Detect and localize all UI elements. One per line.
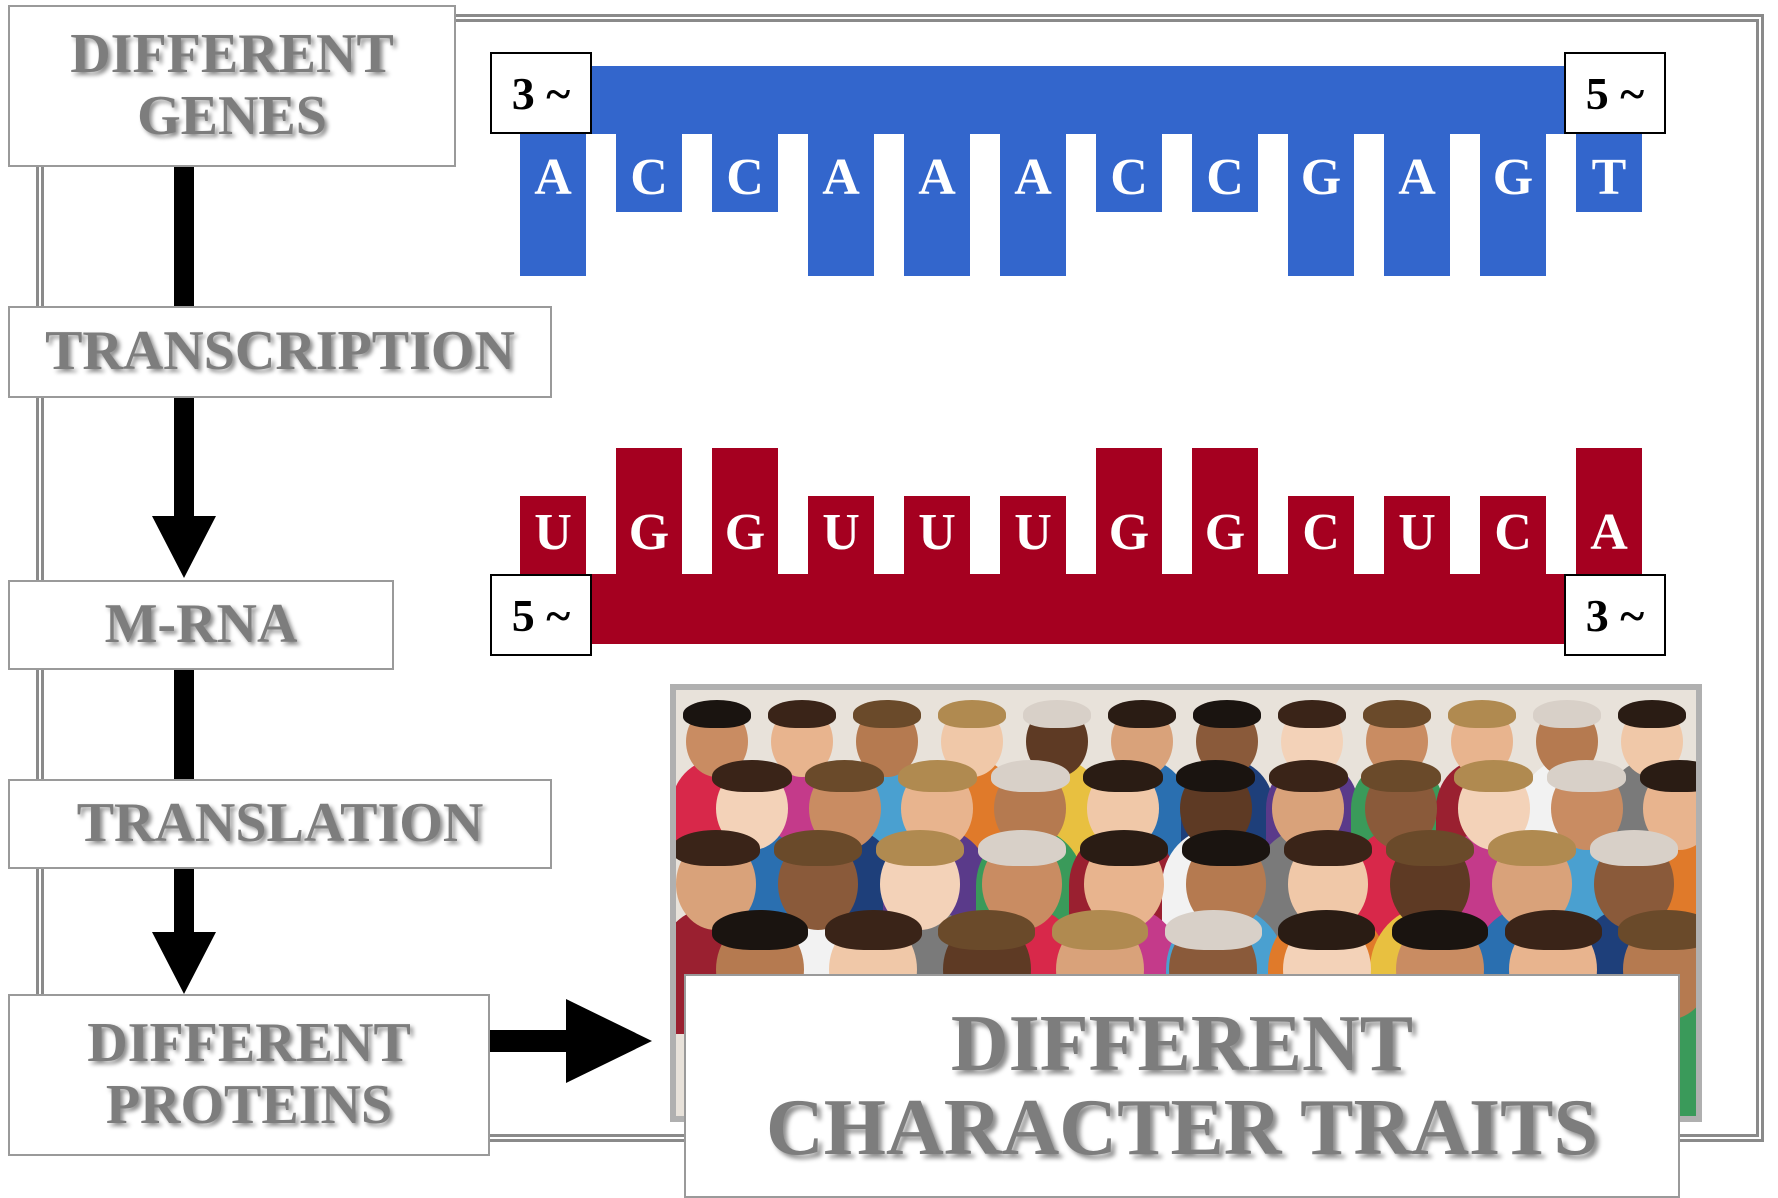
mrna-backbone [592, 574, 1592, 644]
mrna-base-3: G [712, 448, 778, 574]
mrna-base-6: U [1000, 496, 1066, 574]
person-hair [1617, 700, 1687, 728]
dna-base-1: A [520, 134, 586, 276]
person-hair [1362, 700, 1432, 728]
mrna-base-9: C [1288, 496, 1354, 574]
person-hair [774, 830, 862, 866]
connector-genes-transcription [174, 166, 194, 308]
dna-base-5: A [904, 134, 970, 276]
person-hair [1176, 760, 1256, 793]
person-hair [1546, 760, 1627, 793]
person-hair [897, 760, 978, 793]
dna-base-3: C [712, 134, 778, 212]
step-mrna: M-RNA [8, 580, 394, 670]
mrna-base-7: G [1096, 448, 1162, 574]
arrow-down-to-mrna-icon [152, 516, 216, 578]
dna-base-9: G [1288, 134, 1354, 276]
mrna-left-end-label: 5 ~ [490, 574, 592, 656]
dna-base-10: A [1384, 134, 1450, 276]
dna-base-8: C [1192, 134, 1258, 212]
person-hair [712, 760, 792, 793]
person-hair [990, 760, 1070, 793]
person-hair [1080, 830, 1168, 866]
step-translation: TRANSLATION [8, 779, 552, 869]
person-hair [1022, 700, 1092, 728]
traits-line2: CHARACTER TRAITS [765, 1084, 1599, 1172]
arrow-down-to-proteins-icon [152, 932, 216, 994]
person-hair [1488, 830, 1576, 866]
dna-left-end-label: 3 ~ [490, 52, 592, 134]
person-hair [1391, 910, 1489, 950]
person-hair [1532, 700, 1602, 728]
step-mrna-label: M-RNA [104, 593, 298, 656]
mrna-base-10: U [1384, 496, 1450, 574]
mrna-right-end-label: 3 ~ [1564, 574, 1666, 656]
person-hair [1107, 700, 1177, 728]
person-hair [1278, 910, 1376, 950]
mrna-base-4: U [808, 496, 874, 574]
person-hair [1361, 760, 1441, 793]
dna-base-6: A [1000, 134, 1066, 276]
mrna-base-5: U [904, 496, 970, 574]
person-hair [1386, 830, 1474, 866]
connector-mrna-translation [174, 668, 194, 782]
dna-base-2: C [616, 134, 682, 212]
mrna-base-11: C [1480, 496, 1546, 574]
different-character-traits-box: DIFFERENT CHARACTER TRAITS [684, 974, 1680, 1198]
person-hair [767, 700, 837, 728]
mrna-base-12: A [1576, 448, 1642, 574]
person-hair [676, 830, 760, 866]
person-hair [1083, 760, 1163, 793]
connector-transcription-mrna [174, 396, 194, 520]
step-proteins-line1: DIFFERENT [87, 1012, 411, 1075]
person-hair [805, 760, 885, 793]
step-transcription: TRANSCRIPTION [8, 306, 552, 398]
step-proteins-line2: PROTEINS [105, 1074, 393, 1136]
person-hair [1051, 910, 1149, 950]
traits-line1: DIFFERENT [950, 1000, 1414, 1088]
person-hair [1618, 910, 1696, 950]
person-hair [1447, 700, 1517, 728]
person-hair [1192, 700, 1262, 728]
person-hair [1164, 910, 1262, 950]
mrna-base-1: U [520, 496, 586, 574]
dna-base-12: T [1576, 134, 1642, 212]
dna-base-4: A [808, 134, 874, 276]
person-hair [938, 910, 1036, 950]
person-hair [711, 910, 809, 950]
person-hair [937, 700, 1007, 728]
dna-base-11: G [1480, 134, 1546, 276]
person-hair [1182, 830, 1270, 866]
step-genes-line1: DIFFERENT [70, 23, 394, 86]
connector-translation-proteins [174, 866, 194, 936]
person-hair [1277, 700, 1347, 728]
mrna-base-2: G [616, 448, 682, 574]
person-hair [1454, 760, 1534, 793]
step-genes-line2: GENES [137, 85, 327, 147]
dna-backbone [592, 66, 1592, 134]
dna-base-7: C [1096, 134, 1162, 212]
step-translation-label: TRANSLATION [76, 792, 484, 855]
person-hair [876, 830, 964, 866]
dna-right-end-label: 5 ~ [1564, 52, 1666, 134]
mrna-base-8: G [1192, 448, 1258, 574]
step-different-proteins: DIFFERENT PROTEINS [8, 994, 490, 1156]
step-different-genes: DIFFERENT GENES [8, 5, 456, 167]
person-hair [978, 830, 1066, 866]
step-transcription-label: TRANSCRIPTION [45, 320, 515, 383]
person-hair [1639, 760, 1696, 793]
connector-proteins-traits [488, 1030, 572, 1052]
person-hair [1504, 910, 1602, 950]
arrow-right-to-traits-icon [566, 999, 652, 1083]
person-hair [1284, 830, 1372, 866]
person-hair [852, 700, 922, 728]
person-hair [1590, 830, 1678, 866]
person-hair [824, 910, 922, 950]
person-hair [1268, 760, 1348, 793]
person-hair [682, 700, 752, 728]
